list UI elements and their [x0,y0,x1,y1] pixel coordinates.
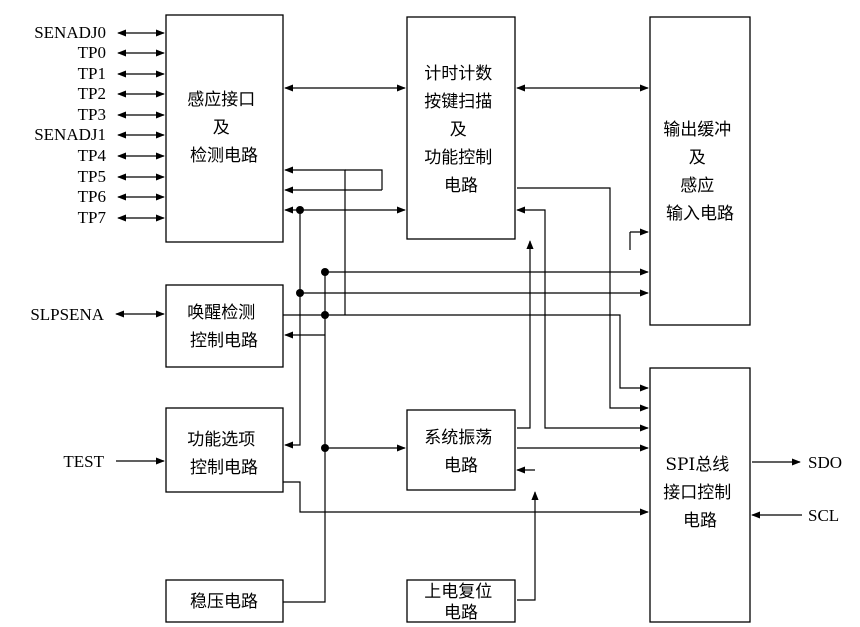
sense-interface-label: 感应接口 及 检测电路 [187,90,260,166]
left-pin-arrows [117,29,165,222]
pin-label: TP1 [78,64,106,83]
block-wake-detect: 唤醒检测 控制电路 [165,284,284,368]
pin-label: TP4 [78,146,107,165]
pin-label: TP5 [78,167,106,186]
pin-label: TP0 [78,43,106,62]
sdo-label: SDO [808,453,842,472]
pin-label: SENADJ0 [34,23,106,42]
spi-label: SPI总线 接口控制 电路 [663,455,736,531]
block-timer-key-scan: 计时计数 按键扫描 及 功能控制 电路 [406,16,516,240]
junction-dots [296,206,329,452]
option-control-label: 功能选项 控制电路 [187,430,260,478]
pin-label: TP3 [78,105,106,124]
pin-sdo: SDO [752,453,842,472]
pin-scl: SCL [751,506,839,525]
power-reset-label: 上电复位 电路 [424,582,497,623]
slpsena-label: SLPSENA [30,305,104,324]
block-power-reset: 上电复位 电路 [406,579,516,623]
connections [283,84,649,603]
regulator-label: 稳压电路 [190,592,258,612]
output-buffer-label: 输出缓冲 及 感应 输入电路 [663,120,736,224]
test-label: TEST [63,452,104,471]
pin-slpsena: SLPSENA [30,305,165,324]
pin-label: TP6 [78,187,106,206]
wake-detect-label: 唤醒检测 控制电路 [187,303,260,351]
scl-label: SCL [808,506,839,525]
block-option-control: 功能选项 控制电路 [165,407,284,493]
timer-key-scan-label: 计时计数 按键扫描 及 功能控制 电路 [424,64,497,196]
block-sense-interface: 感应接口 及 检测电路 [165,14,284,243]
block-spi: SPI总线 接口控制 电路 [649,367,751,623]
pin-label: SENADJ1 [34,125,106,144]
block-oscillator: 系统振荡 电路 [406,409,516,491]
pin-test: TEST [63,452,165,471]
pin-label: TP2 [78,84,106,103]
pin-label: TP7 [78,208,107,227]
block-regulator: 稳压电路 [165,579,284,623]
oscillator-label: 系统振荡 电路 [424,428,497,476]
block-output-buffer: 输出缓冲 及 感应 输入电路 [649,16,751,326]
left-pins: SENADJ0 TP0 TP1 TP2 TP3 SENADJ1 TP4 TP5 … [34,23,165,227]
